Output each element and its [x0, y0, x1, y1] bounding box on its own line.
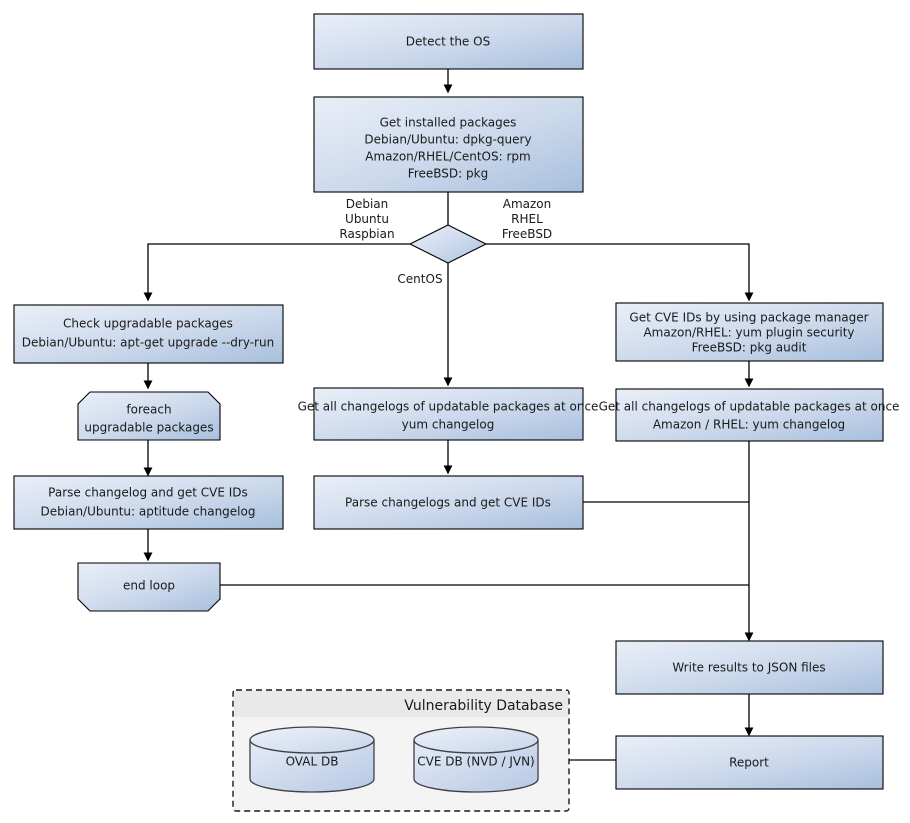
get-changelogs-right-line-2: Amazon / RHEL: yum changelog: [653, 418, 845, 432]
get-changelogs-centos-line-1: Get all changelogs of updatable packages…: [298, 400, 599, 414]
parse-changelog-left-line-1: Parse changelog and get CVE IDs: [48, 486, 248, 500]
get-cve-ids-pkgmgr-box[interactable]: [615, 302, 884, 362]
parse-changelog-left-box[interactable]: [13, 475, 284, 530]
check-upgradable-line-1: Check upgradable packages: [63, 317, 233, 331]
vulnerability-database-header: [234, 691, 568, 717]
check-upgradable-line-2: Debian/Ubuntu: apt-get upgrade --dry-run: [22, 336, 274, 350]
node-write-results[interactable]: Write results to JSON files: [615, 640, 884, 695]
node-get-changelogs-right[interactable]: Get all changelogs of updatable packages…: [599, 388, 900, 442]
get-cve-ids-pkgmgr-line-3: FreeBSD: pkg audit: [692, 341, 807, 355]
node-os-decision[interactable]: [408, 224, 488, 264]
cve-db-cylinder-top: [413, 726, 539, 754]
edge-label-left-2: Ubuntu: [345, 212, 389, 226]
edge-label-left-1: Debian: [346, 197, 389, 211]
get-installed-packages-line-2: Debian/Ubuntu: dpkg-query: [364, 133, 531, 147]
node-get-cve-ids-pkgmgr[interactable]: Get CVE IDs by using package manager Ama…: [615, 302, 884, 362]
get-cve-ids-pkgmgr-line-1: Get CVE IDs by using package manager: [629, 311, 868, 325]
report-box[interactable]: [615, 735, 884, 790]
parse-changelogs-centos-box[interactable]: [313, 475, 584, 530]
oval-db-cylinder-top: [249, 726, 375, 754]
write-results-label: Write results to JSON files: [672, 661, 825, 675]
get-changelogs-right-line-1: Get all changelogs of updatable packages…: [599, 400, 900, 414]
get-changelogs-centos-line-2: yum changelog: [402, 418, 495, 432]
write-results-box[interactable]: [615, 640, 884, 695]
get-installed-packages-line-1: Get installed packages: [380, 116, 517, 130]
get-installed-packages-box[interactable]: [313, 96, 584, 193]
end-loop-label: end loop: [123, 579, 175, 593]
edge-label-left-3: Raspbian: [339, 227, 394, 241]
foreach-loop-line-2: upgradable packages: [84, 421, 213, 435]
get-changelogs-centos-box[interactable]: [313, 387, 584, 441]
edge-decision-right: [486, 243, 754, 302]
edge-label-right-1: Amazon: [503, 197, 552, 211]
node-parse-changelog-left[interactable]: Parse changelog and get CVE IDs Debian/U…: [13, 475, 284, 530]
parse-changelog-left-line-2: Debian/Ubuntu: aptitude changelog: [41, 505, 256, 519]
get-cve-ids-pkgmgr-line-2: Amazon/RHEL: yum plugin security: [643, 326, 854, 340]
node-check-upgradable[interactable]: Check upgradable packages Debian/Ubuntu:…: [13, 304, 284, 364]
detect-os-box[interactable]: [313, 13, 584, 70]
parse-changelogs-centos-label: Parse changelogs and get CVE IDs: [345, 496, 551, 510]
get-changelogs-right-box[interactable]: [615, 388, 884, 442]
cve-db-label: CVE DB (NVD / JVN): [417, 755, 534, 769]
node-get-installed-packages[interactable]: Get installed packages Debian/Ubuntu: dp…: [313, 96, 584, 193]
node-detect-os[interactable]: Detect the OS: [313, 13, 584, 70]
database-oval-db[interactable]: OVAL DB: [249, 726, 375, 793]
node-report[interactable]: Report: [615, 735, 884, 790]
edge-label-group-right: Amazon RHEL FreeBSD: [502, 197, 552, 241]
edge-decision-left: [143, 243, 410, 302]
foreach-loop-shape[interactable]: [77, 391, 221, 441]
report-label: Report: [729, 756, 769, 770]
vulnerability-database-group[interactable]: Vulnerability Database OVAL DB CVE DB (N…: [232, 689, 570, 812]
edge-label-right-3: FreeBSD: [502, 227, 552, 241]
node-parse-changelogs-centos[interactable]: Parse changelogs and get CVE IDs: [313, 475, 584, 530]
node-foreach-loop[interactable]: foreach upgradable packages: [77, 391, 221, 441]
edge-label-group-left: Debian Ubuntu Raspbian: [339, 197, 394, 241]
get-installed-packages-line-3: Amazon/RHEL/CentOS: rpm: [365, 150, 530, 164]
connectors: [143, 69, 754, 761]
node-end-loop[interactable]: end loop: [77, 562, 221, 612]
cve-db-cylinder-body[interactable]: [413, 739, 539, 793]
database-cve-db[interactable]: CVE DB (NVD / JVN): [413, 726, 539, 793]
end-loop-shape[interactable]: [77, 562, 221, 612]
os-decision-diamond[interactable]: [408, 224, 488, 264]
check-upgradable-box[interactable]: [13, 304, 284, 364]
oval-db-cylinder-body[interactable]: [249, 739, 375, 793]
node-get-changelogs-centos[interactable]: Get all changelogs of updatable packages…: [298, 387, 599, 441]
detect-os-label: Detect the OS: [406, 35, 490, 49]
oval-db-label: OVAL DB: [286, 755, 339, 769]
get-installed-packages-line-4: FreeBSD: pkg: [408, 167, 488, 181]
edge-label-right-2: RHEL: [511, 212, 543, 226]
foreach-loop-line-1: foreach: [126, 403, 171, 417]
edge-label-group-center: CentOS: [397, 272, 442, 286]
edge-label-center-1: CentOS: [397, 272, 442, 286]
vulnerability-database-title: Vulnerability Database: [404, 698, 563, 714]
